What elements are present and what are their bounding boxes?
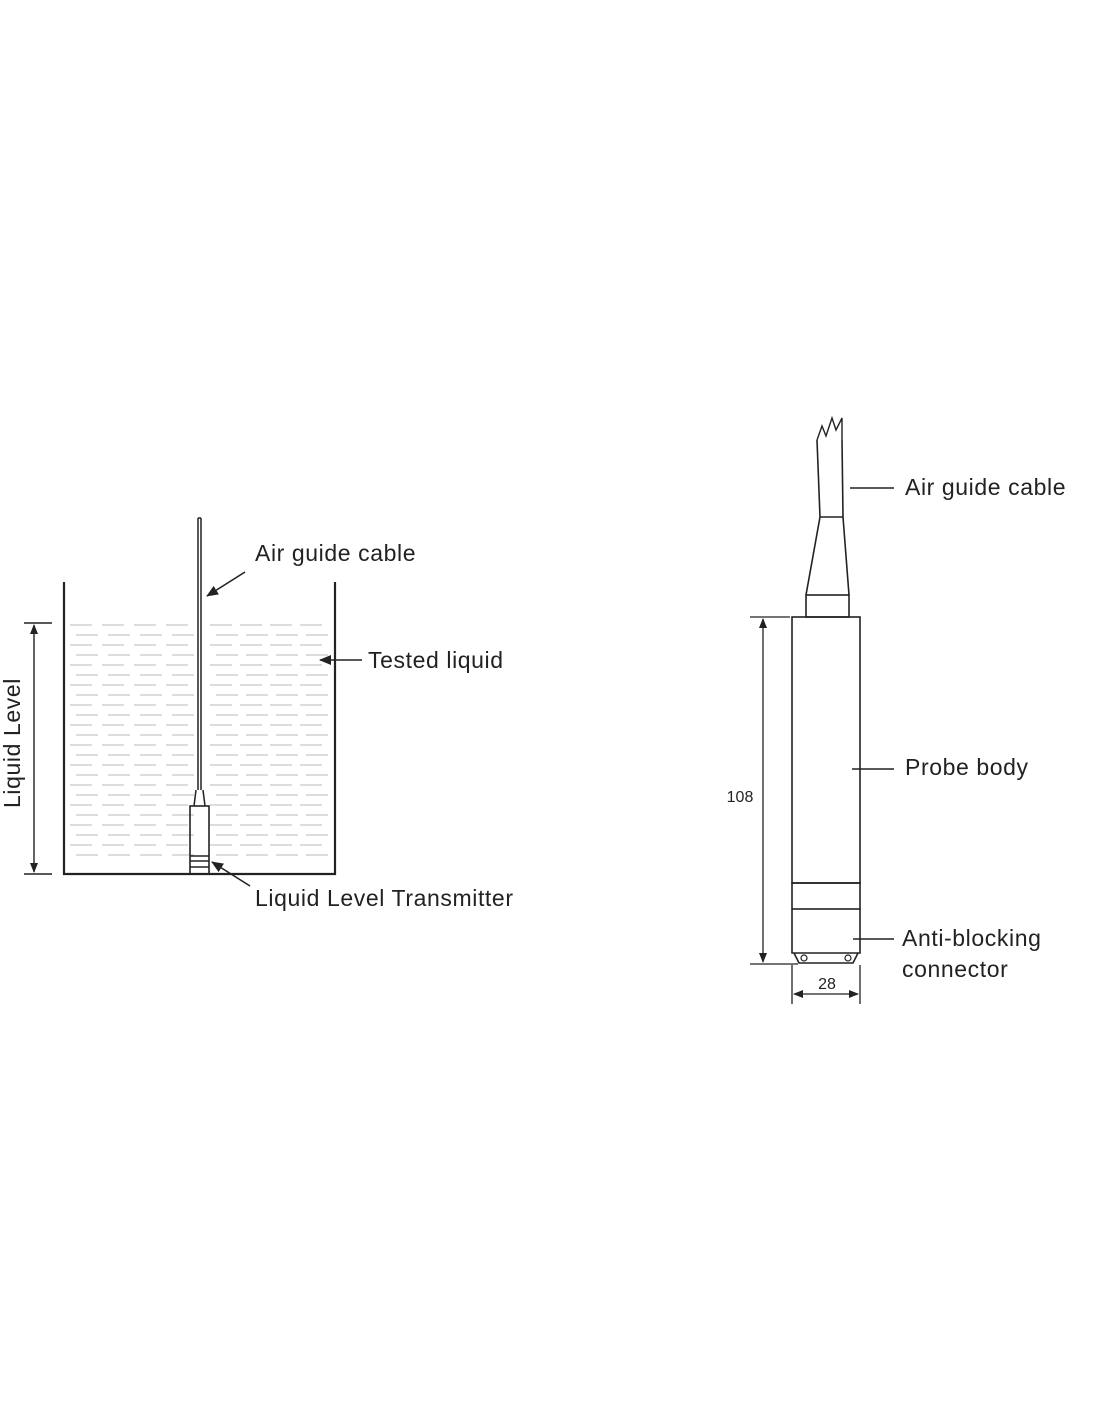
installation-diagram: Liquid Level Air guide cable Tested liqu…: [0, 517, 514, 911]
probe-cable-icon: [816, 415, 844, 518]
probe-body-icon: [791, 616, 861, 884]
air-guide-cable-leader: [206, 571, 246, 597]
probe-tip-icon: [793, 952, 859, 964]
probe-band: [791, 882, 861, 910]
anti-blocking-label: Anti-blocking: [902, 925, 1041, 951]
probe-collar: [805, 594, 850, 618]
strain-relief-cone: [805, 516, 850, 596]
transmitter-icon: [189, 789, 210, 875]
length-value: 108: [727, 789, 754, 806]
liquid-level-transmitter-label: Liquid Level Transmitter: [255, 885, 514, 911]
air-guide-cable-label: Air guide cable: [255, 540, 416, 566]
transmitter-leader: [211, 861, 251, 887]
probe-body-label: Probe body: [905, 754, 1029, 780]
tested-liquid-fill: [70, 624, 328, 856]
tested-liquid-label: Tested liquid: [368, 647, 504, 673]
tank-outline: [62, 582, 337, 876]
length-dimension: [750, 616, 798, 965]
probe-air-guide-cable-label: Air guide cable: [905, 474, 1066, 500]
anti-blocking-connector-icon: [791, 909, 861, 954]
diameter-value: 28: [818, 976, 836, 993]
probe-drawing: 108 28 Air guide cable Probe body Anti-b…: [727, 415, 1066, 1004]
liquid-level-label: Liquid Level: [0, 678, 25, 808]
liquid-level-dimension: [24, 622, 52, 875]
diameter-dimension: [791, 965, 861, 1004]
connector-label: connector: [902, 956, 1008, 982]
